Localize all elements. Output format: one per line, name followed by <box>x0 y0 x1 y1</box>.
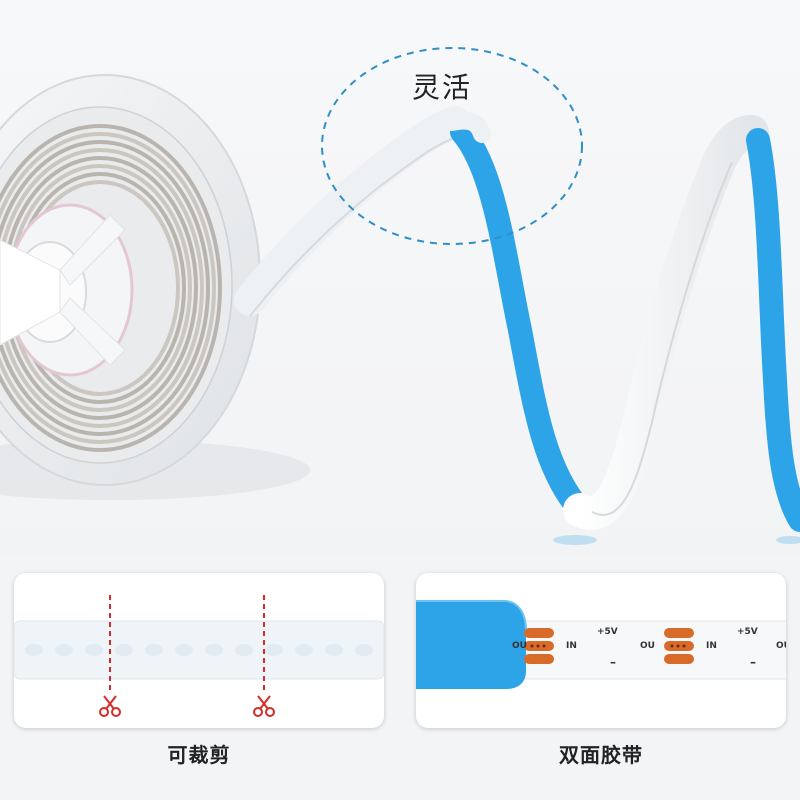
pcb-label-out: OU <box>776 641 786 651</box>
feature-panels: 可裁剪 <box>0 555 800 800</box>
strip-body <box>14 621 384 679</box>
pcb-label-out: OU <box>640 641 655 651</box>
scissors-icon <box>99 695 121 717</box>
pcb-label-in: IN <box>566 641 577 651</box>
pcb-label-plus-5v: +5V <box>597 627 618 637</box>
pcb-label-minus: – <box>750 655 756 669</box>
strip-wave-white-1 <box>563 115 769 530</box>
tape-panel: +5V +5V OU IN OU IN OU – – <box>416 573 786 728</box>
scissors-icon <box>253 695 275 717</box>
tape-caption: 双面胶带 <box>559 743 643 767</box>
pcb-label-minus: – <box>610 655 616 669</box>
strip-wave-blue-2 <box>746 128 800 532</box>
strip-wave-blue-1 <box>450 120 592 522</box>
pcb-label-out: OU <box>512 641 527 651</box>
strip-lead <box>234 106 471 316</box>
pcb-label-in: IN <box>706 641 717 651</box>
cuttable-panel <box>14 573 384 728</box>
pcb-strip <box>510 620 786 680</box>
flexible-callout-circle <box>321 47 583 245</box>
tape-strip-illustration <box>416 600 786 689</box>
flexible-label: 灵活 <box>412 71 473 104</box>
product-hero-image: 灵活 <box>0 0 800 555</box>
cuttable-caption: 可裁剪 <box>167 743 231 767</box>
blue-tape-peel <box>416 601 526 689</box>
pcb-label-plus-5v: +5V <box>737 627 758 637</box>
cut-strip-illustration <box>14 595 384 717</box>
led-strip-illustration <box>0 47 800 545</box>
